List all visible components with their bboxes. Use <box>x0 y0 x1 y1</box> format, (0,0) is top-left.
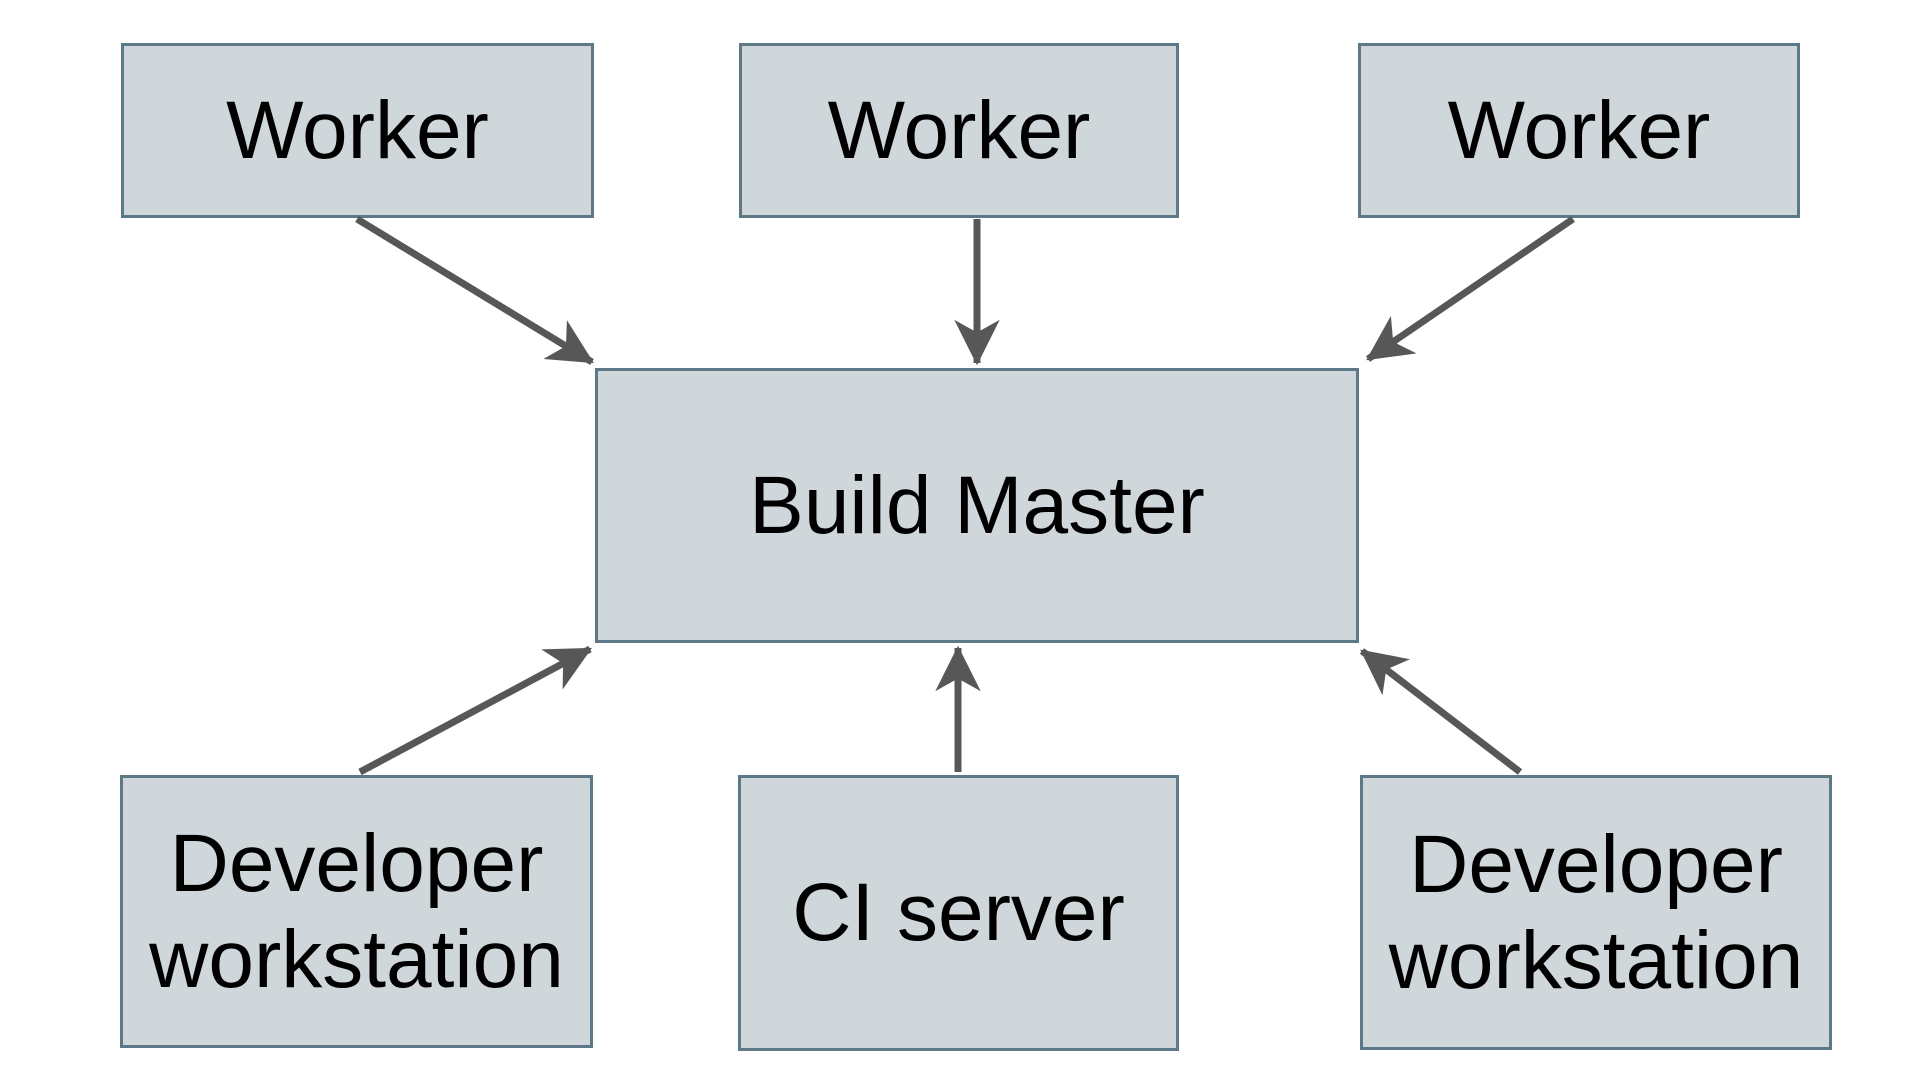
arrow-developer-workstation-right-to-build-master <box>1359 648 1523 775</box>
arrow-worker-1-to-build-master <box>355 216 594 365</box>
node-developer-workstation-left-label: Developer workstation <box>149 817 564 1005</box>
arrow-developer-workstation-left-to-build-master <box>358 645 593 776</box>
node-worker-1: Worker <box>121 43 594 218</box>
node-ci-server: CI server <box>738 775 1179 1051</box>
node-build-master-label: Build Master <box>749 459 1205 551</box>
node-worker-1-label: Worker <box>226 84 489 176</box>
node-worker-2-label: Worker <box>827 84 1091 176</box>
node-developer-workstation-left: Developer workstation <box>120 775 593 1048</box>
node-build-master: Build Master <box>595 368 1359 643</box>
arrow-worker-3-to-build-master <box>1366 216 1575 362</box>
node-worker-3: Worker <box>1358 43 1800 218</box>
node-worker-3-label: Worker <box>1447 84 1711 176</box>
node-ci-server-label: CI server <box>792 867 1125 959</box>
node-worker-2: Worker <box>739 43 1179 218</box>
node-developer-workstation-right-label: Developer workstation <box>1388 818 1804 1006</box>
node-developer-workstation-right: Developer workstation <box>1360 775 1832 1050</box>
